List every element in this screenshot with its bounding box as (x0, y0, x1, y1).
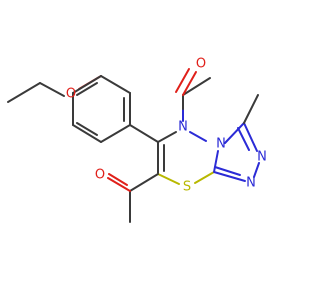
structure-canvas: O O O N N N N S (7, 56, 267, 223)
benzene-bond (72, 124, 102, 143)
bond-co-double-inner (108, 173, 128, 186)
bond-co-double (107, 177, 131, 192)
bond-co-double-inner (175, 68, 190, 93)
bond-s-c7 (157, 173, 180, 185)
bond-n1-c8a (213, 171, 246, 182)
bond-n4-c8a (213, 150, 219, 173)
acetyl-group-top (175, 68, 211, 122)
bond-c3-methyl (243, 94, 259, 124)
benzene-inner-double-bond (76, 82, 98, 96)
atom-label-s: S (183, 180, 191, 195)
atom-label-o-acetyl-top: O (196, 57, 206, 72)
benzene-bond (100, 124, 131, 143)
atom-label-o-acetyl-left: O (95, 168, 105, 183)
bond-n2-n1 (253, 162, 260, 178)
bond-ch2-o (39, 82, 65, 97)
bond-carbonyl-methyl (182, 77, 211, 96)
molecule-structure-diagram: O O O N N N N S (7, 57, 267, 223)
benzene-ring (72, 75, 131, 143)
bond-c7-carbonyl (129, 173, 159, 192)
bond-c8a-s (194, 171, 215, 184)
benzene-bond (72, 75, 102, 94)
bond-n5-n4 (189, 131, 207, 142)
triazole-ring (213, 94, 260, 182)
atom-label-n2: N (257, 150, 267, 165)
bond-n1-c8a-inner (214, 166, 241, 176)
atom-label-n5: N (178, 120, 188, 135)
benzene-bond (100, 75, 131, 94)
bond-c6-n5 (157, 131, 177, 143)
bond-co-double (182, 71, 197, 96)
atom-label-o-ether: O (66, 87, 76, 102)
bond-c3-n2-inner (237, 127, 250, 151)
bond-ch3-ch2 (7, 82, 41, 103)
bond-aryl-c6 (129, 124, 159, 143)
bond-n4-c3 (224, 122, 245, 144)
atom-label-n1: N (246, 176, 256, 191)
acetyl-group-left (107, 173, 159, 223)
bond-c3-n2 (243, 122, 258, 152)
atom-label-n-bridge: N (216, 137, 226, 152)
thiadiazine-ring (157, 131, 219, 185)
benzene-inner-double-bond (76, 122, 98, 136)
